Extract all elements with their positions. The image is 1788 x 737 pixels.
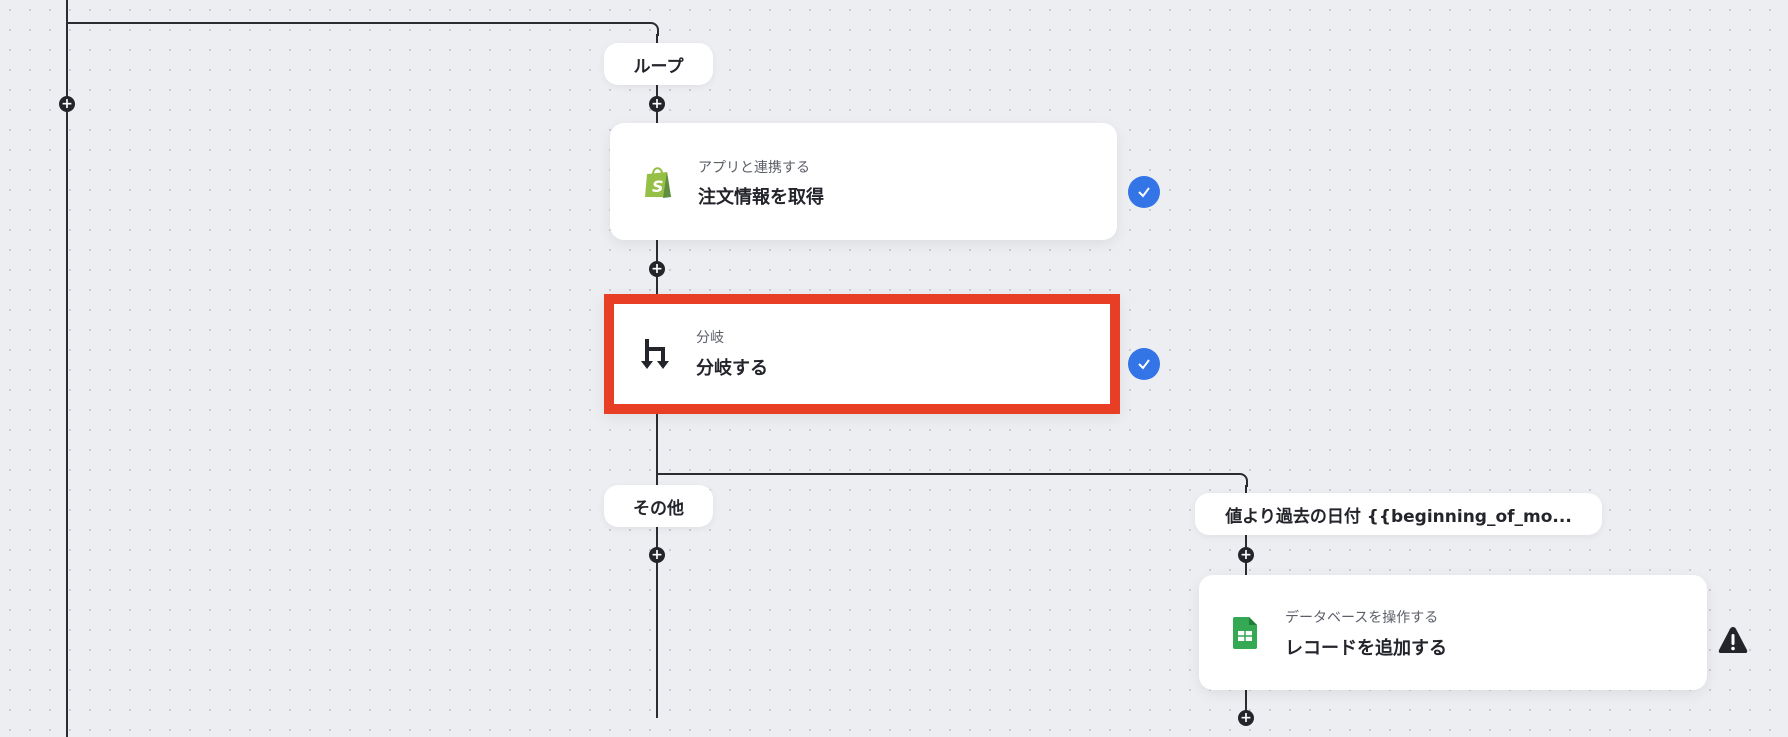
step-title: 注文情報を取得	[698, 187, 824, 208]
step-title: レコードを追加する	[1285, 638, 1447, 659]
check-icon	[1128, 348, 1160, 380]
warning-icon	[1717, 625, 1749, 659]
check-icon	[1128, 176, 1160, 208]
branch-condition-label[interactable]: 値より過去の日付 {{beginning_of_mo...	[1195, 493, 1602, 535]
connector-corner	[645, 22, 659, 36]
add-step-button[interactable]: +	[649, 261, 665, 277]
shopify-step-card[interactable]: S アプリと連携する 注文情報を取得	[610, 123, 1117, 240]
add-step-button[interactable]: +	[649, 547, 665, 563]
connector-line	[66, 22, 651, 24]
add-step-button[interactable]: +	[1238, 710, 1254, 726]
branch-icon	[638, 336, 674, 372]
connector-line	[656, 473, 1236, 475]
add-step-button[interactable]: +	[59, 96, 75, 112]
step-subtitle: アプリと連携する	[698, 160, 810, 176]
step-subtitle: データベースを操作する	[1285, 610, 1439, 626]
add-step-button[interactable]: +	[1238, 547, 1254, 563]
add-step-button[interactable]: +	[649, 96, 665, 112]
branch-other-label[interactable]: その他	[604, 485, 713, 527]
svg-text:S: S	[652, 177, 664, 196]
step-subtitle: 分岐	[696, 330, 724, 346]
google-sheets-icon	[1227, 615, 1263, 651]
branch-step-card[interactable]: 分岐 分岐する	[604, 294, 1120, 414]
connector-line	[66, 0, 68, 737]
loop-label[interactable]: ループ	[604, 43, 713, 85]
connector-corner	[1234, 473, 1248, 487]
step-title: 分岐する	[696, 358, 768, 379]
sheets-step-card[interactable]: データベースを操作する レコードを追加する	[1199, 575, 1707, 690]
shopify-icon: S	[640, 164, 676, 200]
